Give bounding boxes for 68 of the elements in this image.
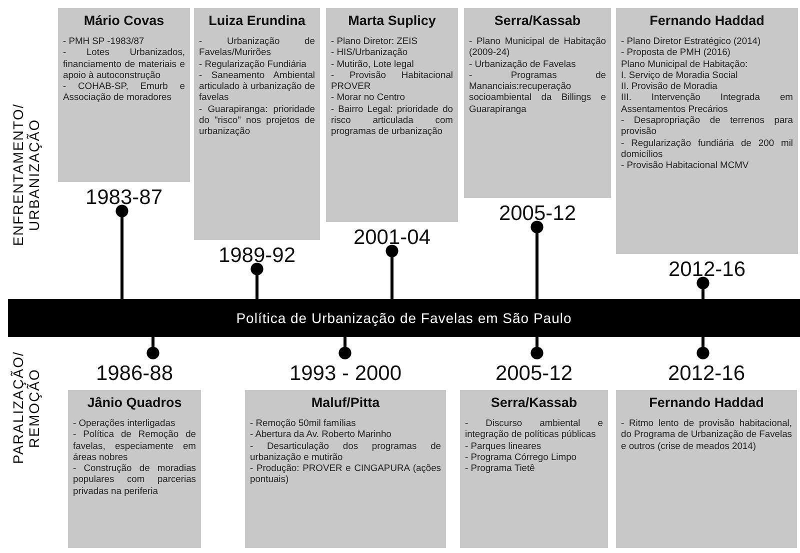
timeline-stem <box>386 244 398 299</box>
policy-item: - Saneamento Ambiental articulado à urbanização de favelas <box>199 68 315 103</box>
policy-item: - Morar no Centro <box>331 91 406 103</box>
year-label: 2001-04 <box>352 226 432 250</box>
policy-item: - Programas de Mananciais:recuperação socioambiental da Billings e Guarapiranga <box>469 68 606 114</box>
year-label: 1993 - 2000 <box>288 362 403 386</box>
timeline-bar <box>8 299 800 337</box>
policy-item: - Programa Tietê <box>465 462 536 474</box>
policy-item: - Desarticulação dos programas de urbanização e mutirão <box>250 440 441 462</box>
policy-item: - Programa Córrego Limpo <box>465 450 578 462</box>
policy-item: Plano Municipal de Habitação: <box>621 58 749 69</box>
policy-item: - Desapropriação de terrenos para provisão <box>621 114 793 137</box>
policy-item: - Construção de moradias populares com parcerias privadas na periferia <box>73 462 196 496</box>
policy-item: - Plano Diretor: ZEIS <box>331 35 418 46</box>
timeline-stem <box>250 262 264 299</box>
timeline-stem <box>146 337 160 360</box>
period-heading: Maluf/Pitta <box>310 395 381 410</box>
period-heading: Jânio Quadros <box>86 395 183 410</box>
timeline-stem <box>696 276 710 299</box>
period-heading: Serra/Kassab <box>493 13 582 28</box>
policy-item: - Regularização fundiária de 200 mil domicílios <box>621 136 793 160</box>
side-label: ENFRENTAMENTO/ URBANIZAÇÃO <box>10 102 43 248</box>
timeline-stem <box>338 337 352 360</box>
policy-item: - Operações interligadas <box>73 417 176 428</box>
timeline-title: Política de Urbanização de Favelas em São Paulo <box>236 310 572 326</box>
policy-item: - PMH SP -1983/87 <box>63 35 146 46</box>
policy-item: - Ritmo lento de provisão habitacional, do Programa de Urbanização de Favelas e outros (crise de meados 2014) <box>621 417 792 451</box>
period-heading: Fernando Haddad <box>648 395 765 410</box>
policy-item: - Provisão Habitacional MCMV <box>621 159 750 171</box>
period-heading: Marta Suplicy <box>347 13 437 28</box>
policy-item: - COHAB-SP, Emurb e Associação de moradores <box>63 80 185 103</box>
policy-item: II. Provisão de Moradia <box>621 80 718 92</box>
policy-item: - Proposta de PMH (2016) <box>621 46 732 58</box>
period-heading: Mário Covas <box>82 13 166 28</box>
policy-item: - Remoção 50mil famílias <box>250 417 357 428</box>
timeline-stem <box>696 337 710 360</box>
policy-item: - Regularização Fundiária <box>199 58 308 69</box>
policy-item: - HIS/Urbanização <box>331 46 409 58</box>
period-heading: Fernando Haddad <box>648 13 766 28</box>
year-label: 1989-92 <box>217 244 297 268</box>
policy-item: - Mutirão, Lote legal <box>331 58 415 69</box>
policy-item: - Lotes Urbanizados, financiamento de materiais e apoio à autoconstrução <box>63 46 185 80</box>
policy-item: - Provisão Habitacional PROVER <box>331 68 453 92</box>
timeline-stem <box>530 220 544 299</box>
policy-item: - Parques lineares <box>465 440 542 451</box>
policy-item: - Plano Municipal de Habitação (2009-24) <box>469 35 606 58</box>
year-label: 2005-12 <box>494 362 574 386</box>
year-label: 2005-12 <box>498 202 578 226</box>
policy-item: I. Serviço de Moradia Social <box>621 68 738 80</box>
policy-item: - Discurso ambiental e integração de políticas públicas <box>465 417 603 440</box>
year-label: 2012-16 <box>667 258 747 282</box>
policy-item: - Urbanização de Favelas <box>469 58 577 69</box>
side-label: PARALIZAÇÃO/ REMOÇÃO <box>10 350 43 466</box>
policy-item: - Abertura da Av. Roberto Marinho <box>250 428 392 440</box>
policy-item: - Política de Remoção de favelas, especiamente em áreas nobres <box>73 428 196 462</box>
period-heading: Luiza Erundina <box>208 13 306 28</box>
year-label: 1983-87 <box>84 186 164 210</box>
year-label: 1986-88 <box>94 362 174 386</box>
timeline-stem <box>116 204 128 299</box>
year-label: 2012-16 <box>666 362 746 386</box>
policy-item: - Plano Diretor Estratégico (2014) <box>621 35 762 46</box>
policy-item: - Guarapiranga: prioridade do "risco" nos projetos de urbanização <box>199 102 315 137</box>
period-heading: Serra/Kassab <box>490 395 578 410</box>
policy-item: - Urbanização de Favelas/Murirões <box>199 35 315 58</box>
policy-item: - Bairro Legal: prioridade do risco articulada com programas de urbanização <box>331 102 453 137</box>
policy-item: III. Intervenção Integrada em Assentamentos Precários <box>621 91 793 114</box>
timeline-stem <box>530 337 544 360</box>
policy-item: - Produção: PROVER e CINGAPURA (ações pontuais) <box>250 462 441 485</box>
